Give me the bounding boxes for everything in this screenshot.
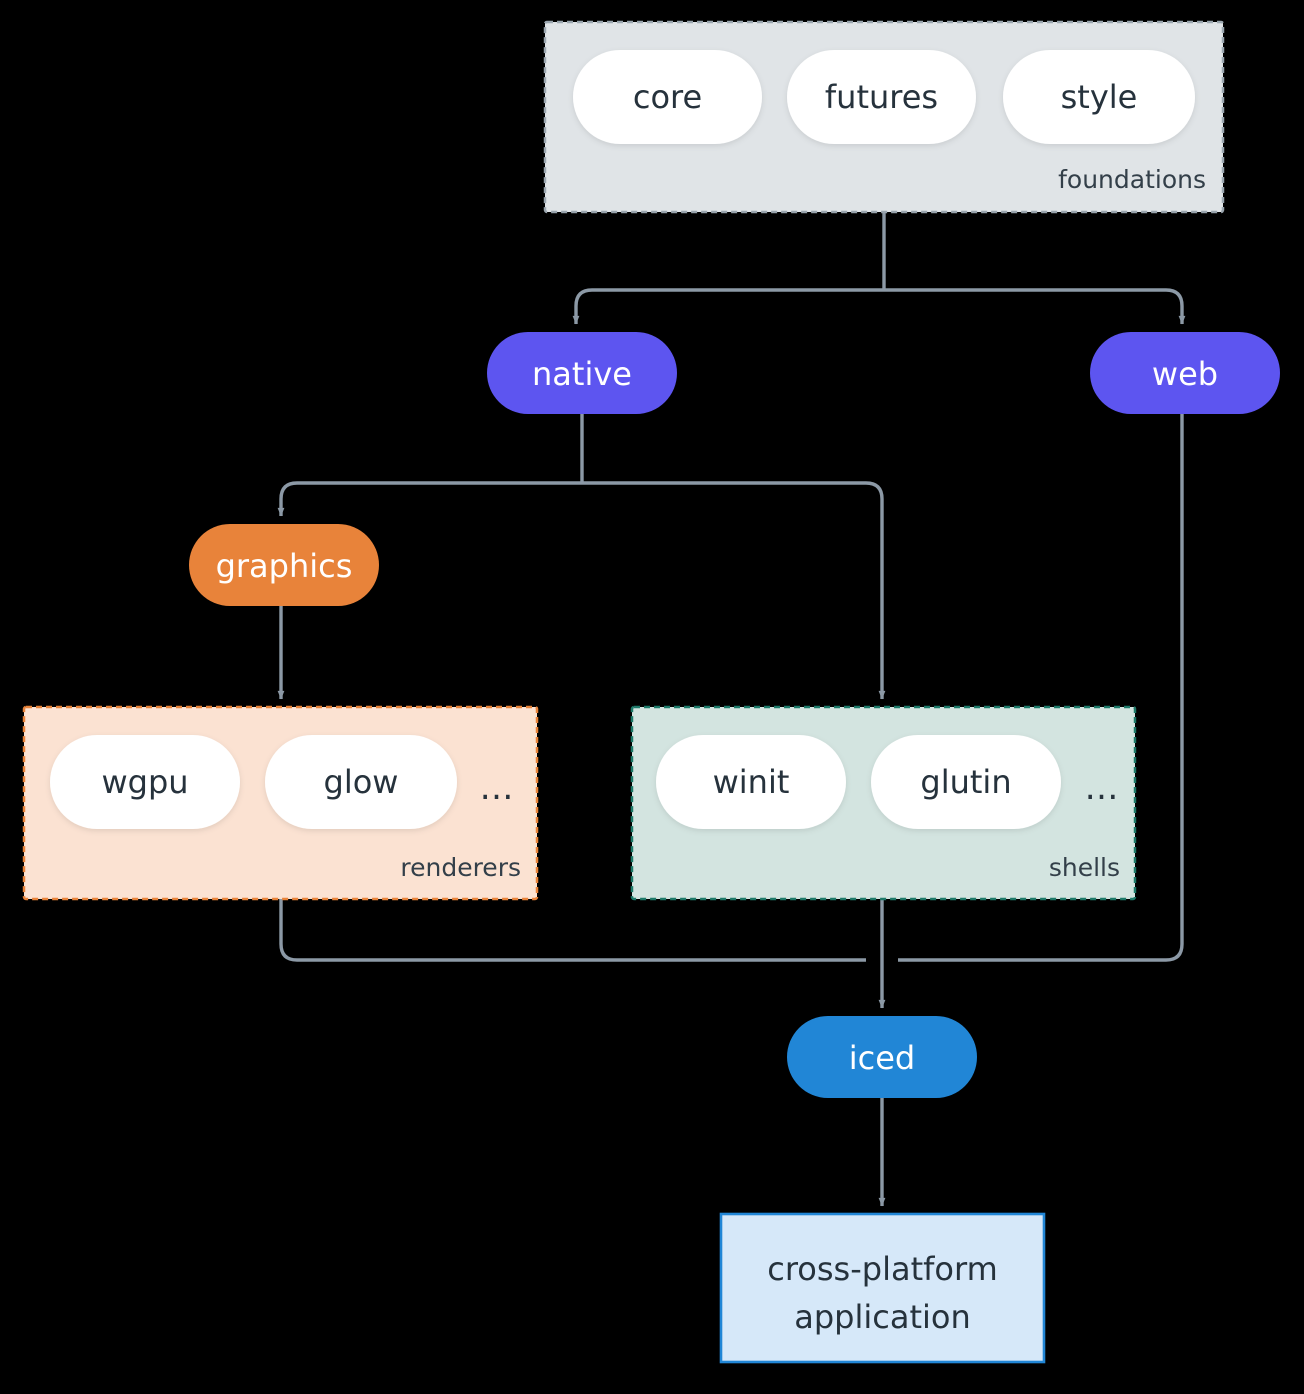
edge-native-to-graphics <box>277 481 582 517</box>
pill-core-label: core <box>633 78 702 116</box>
cluster-renderers-label: renderers <box>400 853 521 882</box>
node-web[interactable]: web <box>1090 332 1280 414</box>
edge-foundations-to-native <box>572 288 884 325</box>
pill-style-label: style <box>1061 78 1138 116</box>
pill-style[interactable] <box>1003 50 1195 144</box>
box-application-line-1: cross-platform <box>767 1250 997 1288</box>
node-web-shape <box>1090 332 1280 414</box>
cluster-shells-label: shells <box>1049 853 1120 882</box>
node-native-label: native <box>532 355 632 393</box>
pill-core[interactable] <box>573 50 762 144</box>
pill-wgpu-label: wgpu <box>101 763 188 801</box>
pill-glow-label: glow <box>324 763 399 801</box>
box-cross-platform-application[interactable]: cross-platform application <box>719 1212 1046 1364</box>
pill-glow[interactable] <box>265 735 457 829</box>
renderers-ellipsis: … <box>480 768 515 808</box>
node-native[interactable]: native <box>487 332 677 414</box>
pill-wgpu[interactable] <box>50 735 240 829</box>
node-graphics[interactable]: graphics <box>189 524 379 606</box>
cluster-shells[interactable]: winit glutin … shells <box>630 705 1137 901</box>
pill-glutin[interactable] <box>871 735 1061 829</box>
box-application-line-2: application <box>794 1298 971 1336</box>
node-iced-shape <box>787 1016 977 1098</box>
box-cross-platform-application-shape <box>719 1212 1046 1364</box>
node-iced[interactable]: iced <box>787 1016 977 1098</box>
cluster-renderers[interactable]: wgpu glow … renderers <box>22 705 539 901</box>
edge-native-to-shells <box>582 481 886 700</box>
edge-foundations-to-web <box>884 288 1186 325</box>
pill-glutin-label: glutin <box>920 763 1011 801</box>
node-graphics-label: graphics <box>216 547 353 585</box>
cluster-foundations-label: foundations <box>1058 165 1206 194</box>
shells-ellipsis: … <box>1085 768 1120 808</box>
pill-winit[interactable] <box>656 735 846 829</box>
pill-winit-label: winit <box>713 763 790 801</box>
node-graphics-shape <box>189 524 379 606</box>
node-iced-label: iced <box>849 1039 915 1077</box>
node-native-shape <box>487 332 677 414</box>
cluster-foundations[interactable]: core futures style foundations <box>543 20 1225 214</box>
node-web-label: web <box>1152 355 1218 393</box>
edges-layer <box>277 212 1186 1207</box>
edge-renderers-to-iced <box>279 899 866 962</box>
pill-futures-label: futures <box>825 78 938 116</box>
edge-web-to-iced <box>898 414 1184 962</box>
pill-futures[interactable] <box>787 50 976 144</box>
